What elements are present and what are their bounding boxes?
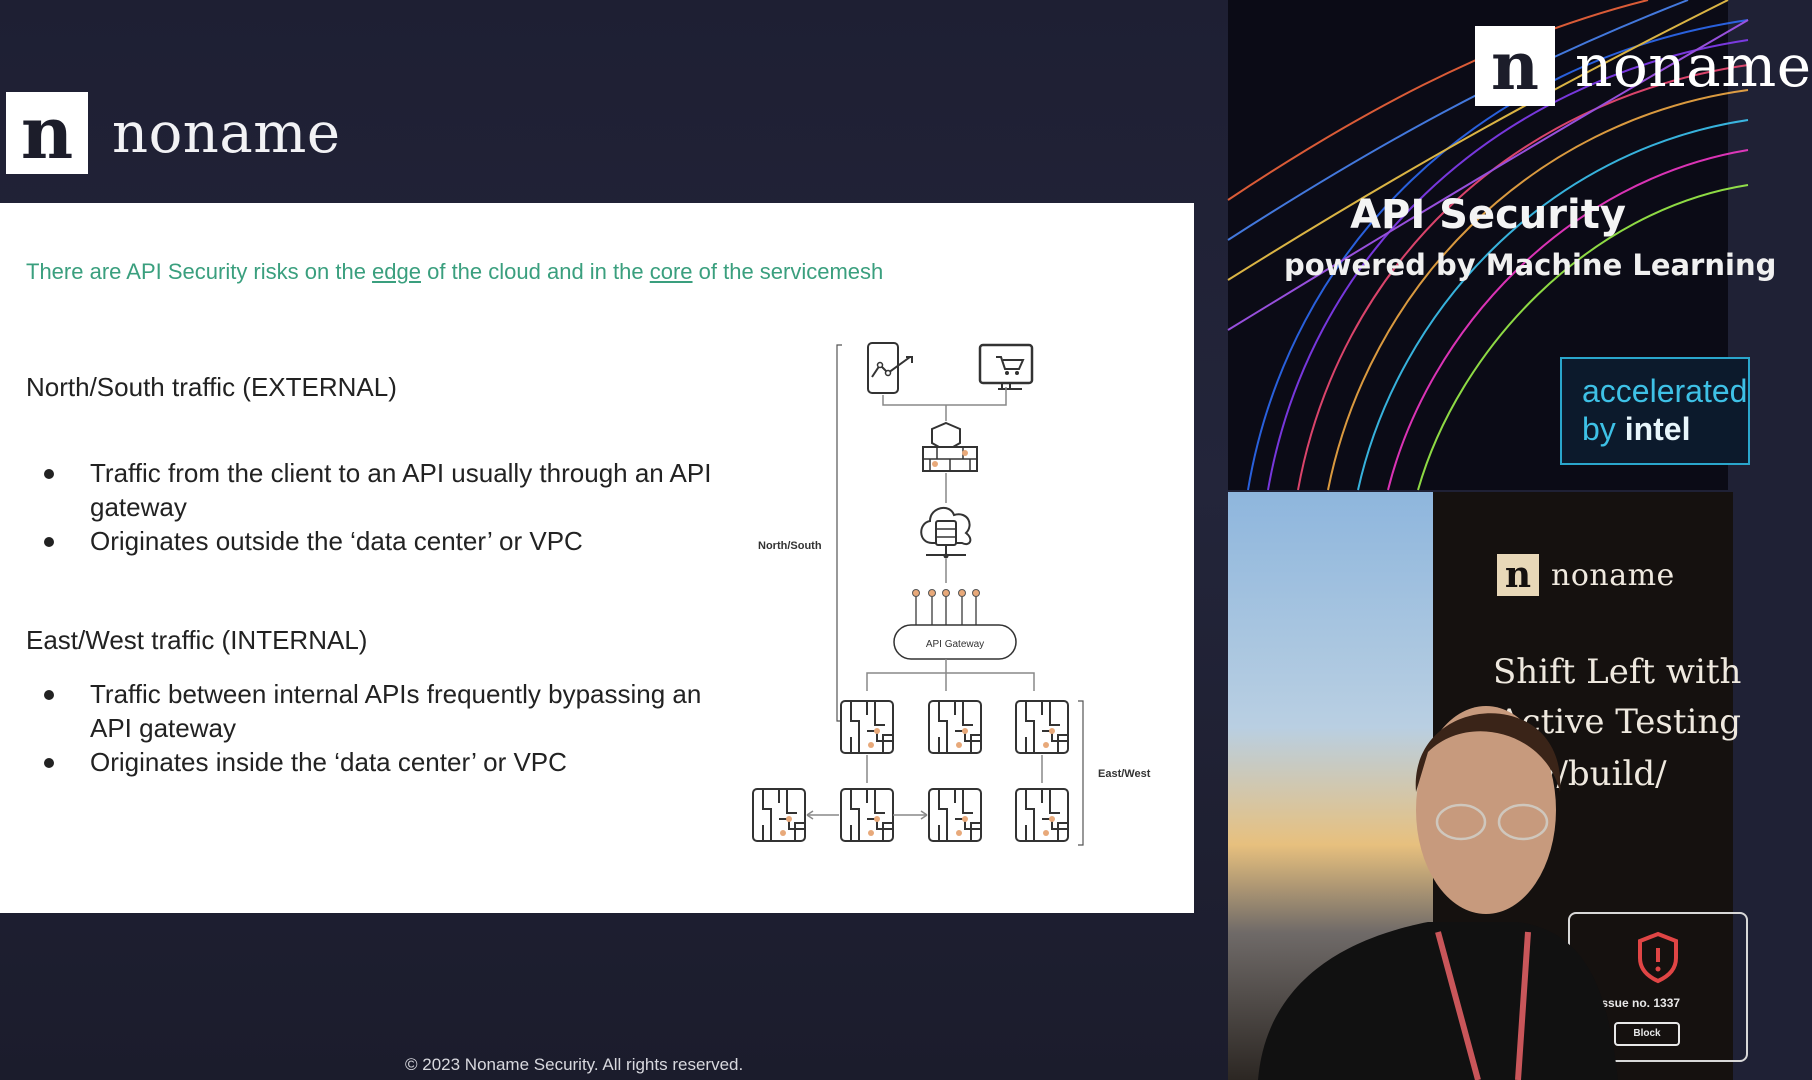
- intel-badge-line1: accelerated: [1582, 373, 1748, 409]
- banner-logo-mark: n: [1497, 554, 1539, 596]
- headline-edge: edge: [372, 259, 421, 284]
- service-node-icon: [840, 700, 894, 754]
- headline-part2: of the cloud and in the: [421, 259, 650, 284]
- gateway-endpoints: [912, 589, 980, 625]
- cloud-database-icon: [920, 506, 972, 559]
- bullet-text: Traffic between internal APIs frequently…: [90, 679, 702, 743]
- bullet-dot-icon: [44, 537, 54, 547]
- api-gateway-label: API Gateway: [926, 639, 984, 650]
- sponsor-brand-name: noname: [1575, 32, 1812, 100]
- east-west-label: East/West: [1098, 768, 1151, 780]
- service-node-icon: [752, 788, 806, 842]
- headline-part3: of the servicemesh: [692, 259, 884, 284]
- sponsor-subtitle: powered by Machine Learning: [1284, 248, 1777, 282]
- bullet-dot-icon: [44, 758, 54, 768]
- sponsor-logo: n noname: [1475, 26, 1812, 106]
- copyright-footer: © 2023 Noname Security. All rights reser…: [405, 1055, 744, 1074]
- east-west-bracket: [1078, 700, 1084, 846]
- service-node-icon: [1015, 788, 1069, 842]
- screen-block-button: Block: [1614, 1022, 1680, 1046]
- mobile-analytics-icon: [867, 342, 913, 394]
- headline-core: core: [649, 259, 693, 284]
- presenter-hair: [1415, 713, 1561, 792]
- sponsor-title: API Security: [1350, 192, 1626, 238]
- service-node-icon: [840, 788, 894, 842]
- noname-logo: n noname: [6, 92, 340, 174]
- webcam-feed: n noname Shift Left with Active Testing …: [1228, 492, 1748, 1080]
- presentation-stage: n noname There are API Security risks on…: [0, 0, 1228, 1080]
- bullet-text: Originates inside the ‘data center’ or V…: [90, 747, 567, 777]
- traffic-diagram: North/South: [752, 342, 1151, 846]
- banner-line: //build/: [1545, 754, 1667, 794]
- bullet-item: Traffic from the client to an API usuall…: [44, 456, 734, 524]
- bullet-dot-icon: [44, 469, 54, 479]
- bullet-text: Originates outside the ‘data center’ or …: [90, 526, 583, 556]
- slide-content: There are API Security risks on the edge…: [0, 203, 1194, 913]
- intel-badge-line2: by intel: [1582, 411, 1690, 448]
- north-south-bullets: Traffic from the client to an API usuall…: [44, 456, 734, 558]
- bullet-dot-icon: [44, 690, 54, 700]
- glasses-icon: [1435, 803, 1487, 841]
- slide-headline: There are API Security risks on the edge…: [26, 259, 883, 285]
- firewall-icon: [922, 421, 978, 472]
- presenter: [1258, 706, 1618, 1080]
- shopping-cart-monitor-icon: [978, 343, 1034, 390]
- light-trails-background: [1227, 0, 1749, 491]
- north-south-bracket: [836, 344, 842, 722]
- brand-name: noname: [112, 100, 341, 166]
- east-west-bullets: Traffic between internal APIs frequently…: [44, 677, 734, 779]
- shield-alert-icon: [1638, 931, 1678, 984]
- service-node-icon: [928, 700, 982, 754]
- intel-badge: accelerated by intel: [1560, 357, 1750, 465]
- presenter-face: [1416, 706, 1556, 914]
- banner-line: Shift Left with: [1493, 652, 1742, 692]
- bullet-text: Traffic from the client to an API usuall…: [90, 458, 712, 522]
- intel-wordmark: intel: [1624, 411, 1691, 447]
- north-south-label: North/South: [758, 540, 822, 552]
- service-node-icon: [928, 788, 982, 842]
- north-south-title: North/South traffic (EXTERNAL): [26, 372, 397, 402]
- bullet-item: Traffic between internal APIs frequently…: [44, 677, 734, 745]
- logo-mark: n: [6, 92, 88, 174]
- headline-part1: There are API Security risks on the: [26, 259, 373, 284]
- intel-badge-by: by: [1582, 411, 1625, 447]
- screen-issue-text: Issue no. 1337: [1598, 996, 1681, 1010]
- banner-logo: n noname: [1497, 554, 1675, 596]
- sponsor-banner: n noname API Security powered by Machine…: [1227, 0, 1811, 491]
- lanyard: [1435, 931, 1531, 1080]
- east-west-title: East/West traffic (INTERNAL): [26, 625, 368, 655]
- sponsor-logo-mark: n: [1475, 26, 1555, 106]
- service-node-icon: [1015, 700, 1069, 754]
- bullet-item: Originates inside the ‘data center’ or V…: [44, 745, 734, 779]
- api-gateway-node: [893, 624, 1017, 660]
- bullet-item: Originates outside the ‘data center’ or …: [44, 524, 734, 558]
- banner-brand-name: noname: [1551, 557, 1675, 593]
- presenter-body: [1258, 922, 1618, 1080]
